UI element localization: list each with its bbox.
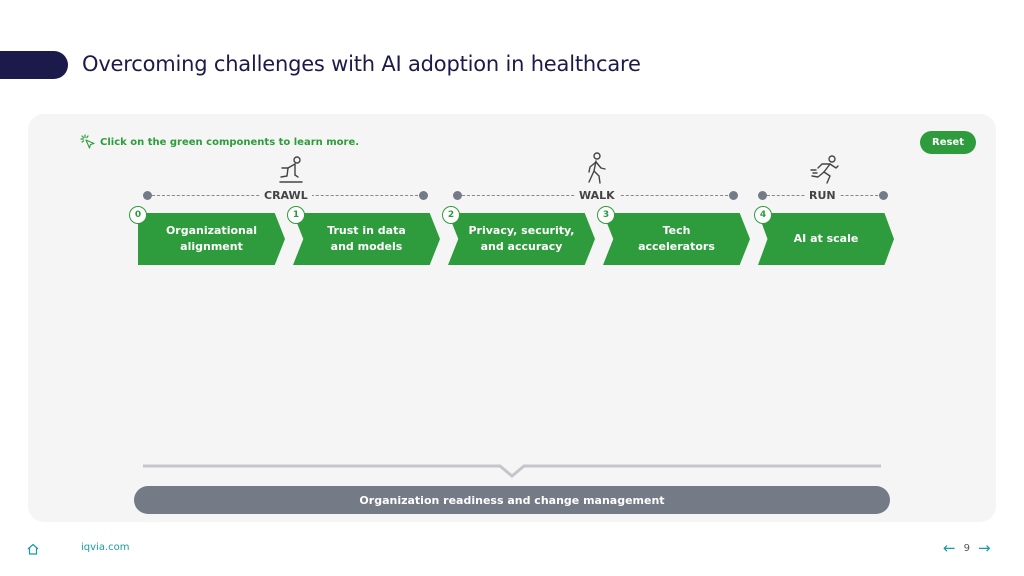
home-icon[interactable] — [26, 541, 40, 560]
stage-label-crawl: CRAWL — [260, 189, 312, 202]
step-label: Privacy, security, and accuracy — [468, 224, 575, 253]
arrow-right-icon[interactable]: → — [977, 539, 991, 557]
step-number-badge: 1 — [287, 206, 305, 224]
step-label: AI at scale — [793, 232, 859, 245]
page-title: Overcoming challenges with AI adoption i… — [82, 52, 641, 76]
hint-text: Click on the green components to learn m… — [100, 136, 360, 148]
step-number-badge: 4 — [754, 206, 772, 224]
step-number-badge: 0 — [129, 206, 147, 224]
step-tech-accelerators[interactable]: Tech accelerators — [603, 213, 750, 265]
footer-site-link[interactable]: iqvia.com — [81, 542, 130, 553]
stage-label-walk: WALK — [575, 189, 619, 202]
arrow-left-icon[interactable]: ← — [943, 539, 956, 557]
running-person-icon — [810, 155, 840, 189]
step-number-badge: 2 — [442, 206, 460, 224]
step-trust-in-data[interactable]: Trust in data and models — [293, 213, 440, 265]
reset-button[interactable]: Reset — [920, 131, 976, 154]
step-label: Organizational alignment — [165, 224, 258, 253]
step-number-badge: 3 — [597, 206, 615, 224]
pager: ← 9 → — [943, 541, 991, 556]
step-label: Tech accelerators — [638, 224, 715, 253]
sparkle-cursor-icon — [80, 134, 96, 150]
timeline-dot — [758, 191, 767, 200]
title-accent-bar — [0, 51, 68, 79]
timeline-dot — [729, 191, 738, 200]
crawling-person-icon — [279, 155, 303, 189]
step-organizational-alignment[interactable]: Organizational alignment — [138, 213, 285, 265]
foundation-bracket — [143, 462, 881, 484]
timeline-dot — [879, 191, 888, 200]
timeline-dot — [419, 191, 428, 200]
step-privacy-security[interactable]: Privacy, security, and accuracy — [448, 213, 595, 265]
content-panel — [28, 114, 996, 522]
foundation-bar[interactable]: Organization readiness and change manage… — [134, 486, 890, 514]
walking-person-icon — [585, 152, 607, 190]
instruction-hint: Click on the green components to learn m… — [80, 134, 359, 150]
stage-label-run: RUN — [805, 189, 840, 202]
step-ai-at-scale[interactable]: AI at scale — [758, 213, 894, 265]
step-label: Trust in data and models — [327, 224, 406, 253]
timeline-dot — [143, 191, 152, 200]
page-number: 9 — [963, 543, 970, 554]
timeline-dot — [453, 191, 462, 200]
